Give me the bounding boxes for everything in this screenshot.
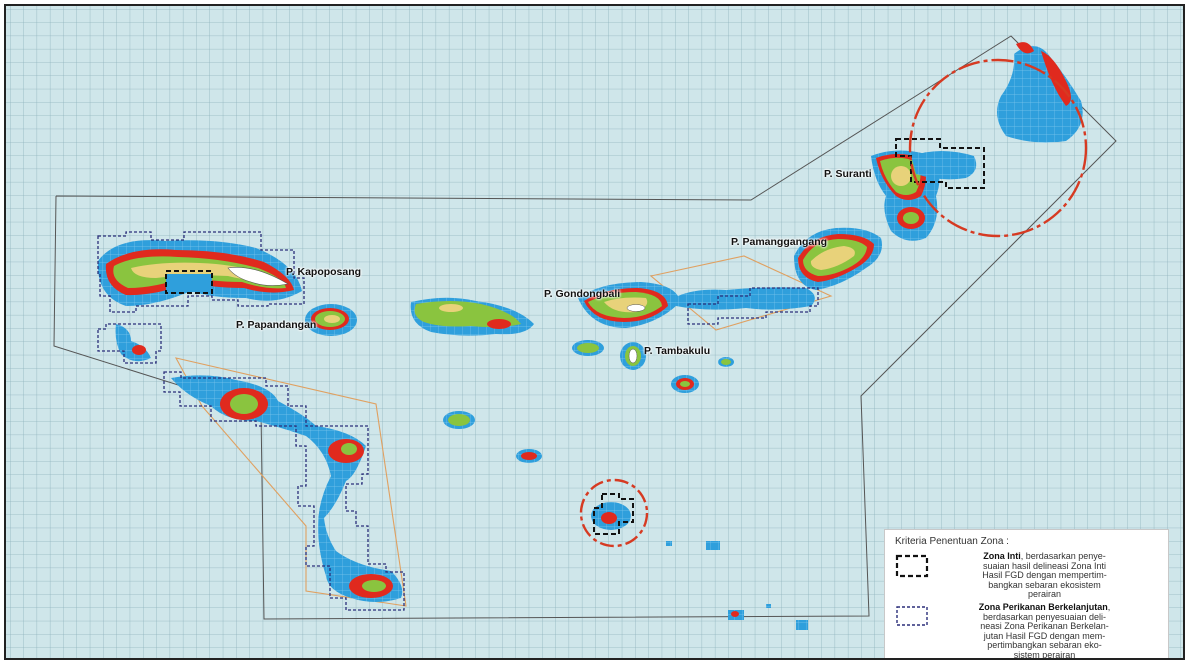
island-small-central — [443, 357, 734, 463]
island-gondongbali — [578, 282, 815, 328]
island-south-center — [591, 502, 631, 530]
zona-perikanan-name: Zona Perikanan Berkelanjutan — [978, 601, 1108, 612]
zona-inti-swatch — [895, 554, 929, 578]
map-frame: P. Kapoposang P. Papandangan P. Gondongb… — [4, 4, 1185, 660]
zona-inti-description: Zona Inti, berdasarkan penye- suaian has… — [937, 551, 1152, 600]
red-circle-northeast — [908, 58, 1088, 238]
zona-perikanan-desc-line: , — [1107, 601, 1111, 612]
zona-inti-desc-line: Hasil FGD dengan mempertim- — [982, 570, 1107, 581]
reef-patches-small — [666, 541, 808, 630]
zona-inti-desc-line: bangkan sebaran ekosistem — [988, 579, 1101, 590]
map-legend: Kriteria Penentuan Zona : Zona Inti, ber… — [884, 529, 1169, 660]
legend-title: Kriteria Penentuan Zona : — [895, 536, 1009, 547]
zona-perikanan-desc-line: jutan Hasil FGD dengan mem- — [983, 630, 1106, 641]
zona-perikanan-swatch — [896, 606, 928, 626]
area-boundary — [53, 35, 1117, 620]
zona-inti-desc-line: perairan — [1027, 589, 1062, 600]
zona-perikanan-desc-line: neasi Zona Perikanan Berkelan- — [980, 621, 1109, 632]
zona-perikanan-desc-line: sistem perairan — [1013, 649, 1076, 660]
label-kapoposang: P. Kapoposang — [286, 266, 362, 278]
zona-perikanan-desc-line: berdasarkan penyesuaian deli- — [982, 611, 1107, 622]
zoning-map — [6, 6, 1183, 658]
legend-entry-zona-perikanan: Zona Perikanan Berkelanjutan, berdasarka… — [895, 601, 1158, 660]
zona-inti-name: Zona Inti — [983, 551, 1021, 561]
legend-entry-zona-inti: Zona Inti, berdasarkan penye- suaian has… — [895, 551, 1158, 600]
label-tambakulu: P. Tambakulu — [644, 345, 711, 357]
island-pamanggangang — [794, 227, 882, 290]
label-suranti: P. Suranti — [824, 168, 872, 180]
red-circle-south — [579, 478, 649, 548]
island-suranti — [871, 150, 977, 241]
reef-southwest-chain — [171, 375, 403, 602]
orange-outline-east — [649, 255, 833, 331]
zona-inti-desc-line: , berdasarkan penye- — [1020, 551, 1106, 561]
island-kapoposang — [97, 240, 302, 306]
zona-perikanan-description: Zona Perikanan Berkelanjutan, berdasarka… — [937, 601, 1152, 660]
label-papandangan: P. Papandangan — [236, 319, 317, 331]
island-papandangan — [305, 304, 357, 336]
zona-perikanan-desc-line: pertimbangkan sebaran eko- — [987, 640, 1102, 651]
zona-perikanan-outlines — [97, 231, 819, 611]
zona-inti-outlines — [165, 138, 985, 535]
island-tambakulu — [572, 340, 646, 370]
label-gondongbali: P. Gondongbali — [544, 288, 621, 300]
reef-northeast — [997, 42, 1083, 143]
zona-inti-desc-line: suaian hasil delineasi Zona Inti — [982, 560, 1107, 571]
island-central-long — [410, 297, 534, 336]
label-pamanggangang: P. Pamanggangang — [731, 236, 828, 248]
